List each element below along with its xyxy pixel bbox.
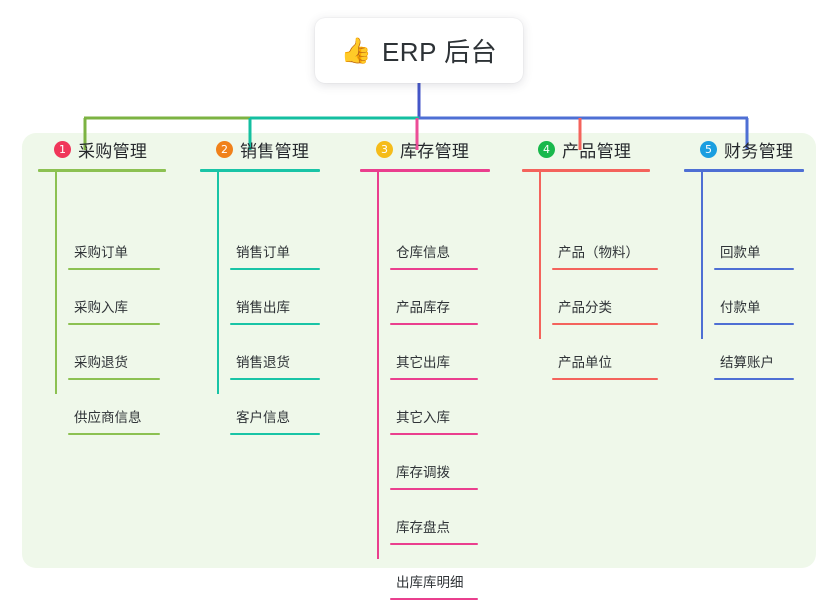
branch-item-label: 产品（物料） [558, 245, 639, 260]
branch-header-rule [38, 169, 166, 172]
branch-item-label: 仓库信息 [396, 245, 450, 260]
branch-item[interactable]: 供应商信息 [68, 403, 160, 441]
branch-item[interactable]: 产品（物料） [552, 238, 658, 276]
branch-item[interactable]: 仓库信息 [390, 238, 478, 276]
diagram-background-panel [22, 133, 816, 568]
branch-item-rule [390, 488, 478, 490]
branch-item-rule [230, 433, 320, 435]
thumbs-up-icon: 👍 [340, 36, 372, 65]
branch-item-rule [68, 433, 160, 435]
branch-item-rule [552, 268, 658, 270]
branch-item-rule [230, 378, 320, 380]
branch-item[interactable]: 其它出库 [390, 348, 478, 386]
branch-item-label: 库存调拨 [396, 465, 450, 480]
branch-item-label: 产品分类 [558, 300, 612, 315]
branch-column-5[interactable]: 5 财务管理回款单付款单结算账户 [684, 133, 804, 380]
branch-spine [539, 172, 541, 339]
branch-item-rule [390, 598, 478, 600]
branch-item[interactable]: 产品分类 [552, 293, 658, 331]
branch-item-rule [390, 323, 478, 325]
branch-header-rule [360, 169, 490, 172]
branch-item[interactable]: 采购订单 [68, 238, 160, 276]
branch-spine [701, 172, 703, 339]
branch-item[interactable]: 产品库存 [390, 293, 478, 331]
branch-header-1[interactable]: 1 采购管理 [38, 133, 166, 165]
branch-item[interactable]: 销售出库 [230, 293, 320, 331]
branch-header-rule [522, 169, 650, 172]
branch-item-label: 采购入库 [74, 300, 128, 315]
branch-item[interactable]: 结算账户 [714, 348, 794, 386]
branch-number-badge: 5 [700, 140, 717, 158]
branch-item-rule [68, 323, 160, 325]
branch-header-4[interactable]: 4 产品管理 [522, 133, 650, 165]
branch-item-label: 回款单 [720, 245, 761, 260]
branch-item[interactable]: 销售退货 [230, 348, 320, 386]
root-node-content: 👍 ERP 后台 [341, 32, 497, 69]
branch-column-1[interactable]: 1 采购管理采购订单采购入库采购退货供应商信息 [38, 133, 166, 435]
branch-column-3[interactable]: 3 库存管理仓库信息产品库存其它出库其它入库库存调拨库存盘点出库库明细 [360, 133, 490, 600]
branch-item[interactable]: 采购退货 [68, 348, 160, 386]
branch-item-rule [714, 268, 794, 270]
branch-item[interactable]: 采购入库 [68, 293, 160, 331]
branch-number-badge: 3 [376, 140, 393, 158]
branch-item-label: 产品单位 [558, 355, 612, 370]
branch-item-rule [552, 323, 658, 325]
branch-header-rule [684, 169, 804, 172]
branch-column-2[interactable]: 2 销售管理销售订单销售出库销售退货客户信息 [200, 133, 320, 435]
branch-header-2[interactable]: 2 销售管理 [200, 133, 320, 165]
branch-number-badge: 2 [216, 140, 233, 158]
branch-number-badge: 4 [538, 140, 555, 158]
branch-item[interactable]: 库存盘点 [390, 513, 478, 551]
branch-spine [55, 172, 57, 394]
branch-column-4[interactable]: 4 产品管理产品（物料） 产品分类产品单位 [522, 133, 658, 380]
branch-title: 库存管理 [400, 141, 470, 161]
branch-item-rule [68, 378, 160, 380]
branch-item-label: 付款单 [720, 300, 761, 315]
branch-item-label: 出库库明细 [396, 575, 464, 590]
root-node-label: ERP 后台 [381, 37, 498, 67]
branch-item[interactable]: 销售订单 [230, 238, 320, 276]
branch-item-rule [230, 268, 320, 270]
branch-item-rule [390, 433, 478, 435]
branch-item-label: 结算账户 [720, 355, 774, 370]
branch-item-rule [230, 323, 320, 325]
branch-item-label: 客户信息 [236, 410, 290, 425]
branch-item[interactable]: 其它入库 [390, 403, 478, 441]
branch-header-5[interactable]: 5 财务管理 [684, 133, 804, 165]
branch-item-rule [714, 323, 794, 325]
branch-item-rule [390, 543, 478, 545]
branch-header-3[interactable]: 3 库存管理 [360, 133, 490, 165]
branch-item-label: 采购订单 [74, 245, 128, 260]
branch-item-label: 其它入库 [396, 410, 450, 425]
branch-item-rule [714, 378, 794, 380]
branch-item-label: 销售退货 [236, 355, 290, 370]
branch-header-rule [200, 169, 320, 172]
branch-item-rule [390, 378, 478, 380]
root-node[interactable]: 👍 ERP 后台 [315, 18, 523, 83]
branch-item-label: 库存盘点 [396, 520, 450, 535]
branch-item-label: 采购退货 [74, 355, 128, 370]
branch-item[interactable]: 付款单 [714, 293, 794, 331]
branch-spine [377, 172, 379, 559]
branch-item-rule [552, 378, 658, 380]
branch-title: 财务管理 [724, 141, 794, 161]
branch-item[interactable]: 客户信息 [230, 403, 320, 441]
branch-title: 产品管理 [562, 141, 632, 161]
branch-spine [217, 172, 219, 394]
branch-item-label: 其它出库 [396, 355, 450, 370]
branch-title: 采购管理 [78, 141, 148, 161]
branch-item-label: 供应商信息 [74, 410, 142, 425]
branch-item-rule [390, 268, 478, 270]
branch-item-rule [68, 268, 160, 270]
branch-item[interactable]: 回款单 [714, 238, 794, 276]
branch-item[interactable]: 产品单位 [552, 348, 658, 386]
branch-number-badge: 1 [54, 140, 71, 158]
branch-item-label: 销售订单 [236, 245, 290, 260]
branch-item-label: 销售出库 [236, 300, 290, 315]
branch-item[interactable]: 出库库明细 [390, 568, 478, 606]
branch-item-label: 产品库存 [396, 300, 450, 315]
branch-item[interactable]: 库存调拨 [390, 458, 478, 496]
branch-title: 销售管理 [240, 141, 310, 161]
